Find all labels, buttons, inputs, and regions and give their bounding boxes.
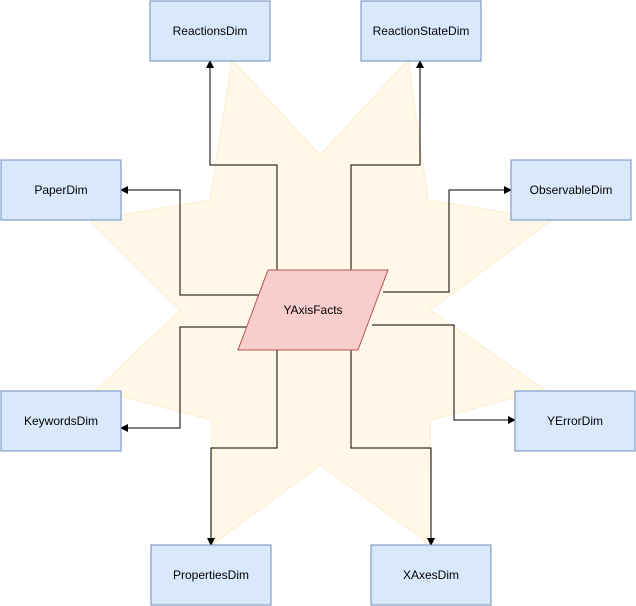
dim-node-box bbox=[0, 390, 122, 452]
edge-to-y-error-dim bbox=[372, 324, 516, 424]
dim-node-box bbox=[149, 0, 271, 62]
edge-to-x-axes-dim bbox=[350, 350, 435, 546]
fact-node-yaxisfacts[interactable]: YAxisFacts bbox=[237, 269, 389, 351]
fact-node-label: YAxisFacts bbox=[283, 303, 342, 317]
dim-node-reactionsdim[interactable]: ReactionsDim bbox=[149, 0, 271, 62]
dim-node-keywordsdim[interactable]: KeywordsDim bbox=[0, 390, 122, 452]
connectors bbox=[120, 60, 516, 546]
dim-node-label: PropertiesDim bbox=[173, 568, 249, 582]
dim-node-xaxesdim[interactable]: XAxesDim bbox=[370, 544, 492, 606]
dim-node-observabledim[interactable]: ObservableDim bbox=[510, 159, 632, 221]
dim-node-box bbox=[150, 544, 272, 606]
dim-node-label: ReactionStateDim bbox=[373, 24, 470, 38]
dim-node-label: ReactionsDim bbox=[173, 24, 248, 38]
dim-node-box bbox=[0, 159, 122, 221]
dim-node-label: YErrorDim bbox=[547, 414, 603, 428]
dim-node-box bbox=[514, 390, 636, 452]
edge-to-observable-dim bbox=[383, 186, 512, 293]
dim-node-label: XAxesDim bbox=[403, 568, 459, 582]
dim-node-yerrordim[interactable]: YErrorDim bbox=[514, 390, 636, 452]
edge-to-keywords-dim bbox=[120, 326, 252, 432]
edge-to-reaction-state-dim bbox=[350, 60, 424, 270]
dim-node-label: PaperDim bbox=[34, 183, 87, 197]
dim-node-box bbox=[370, 544, 492, 606]
dim-node-reactionstatedim[interactable]: ReactionStateDim bbox=[360, 0, 482, 62]
edge-to-reactions-dim bbox=[206, 60, 278, 270]
dim-node-label: KeywordsDim bbox=[24, 414, 98, 428]
edge-to-paper-dim bbox=[120, 186, 262, 296]
dim-node-box bbox=[510, 159, 632, 221]
dim-node-paperdim[interactable]: PaperDim bbox=[0, 159, 122, 221]
dim-node-label: ObservableDim bbox=[530, 183, 613, 197]
edge-to-properties-dim bbox=[207, 350, 278, 546]
dim-node-propertiesdim[interactable]: PropertiesDim bbox=[150, 544, 272, 606]
fact-node-shape bbox=[237, 269, 389, 351]
dim-node-box bbox=[360, 0, 482, 62]
